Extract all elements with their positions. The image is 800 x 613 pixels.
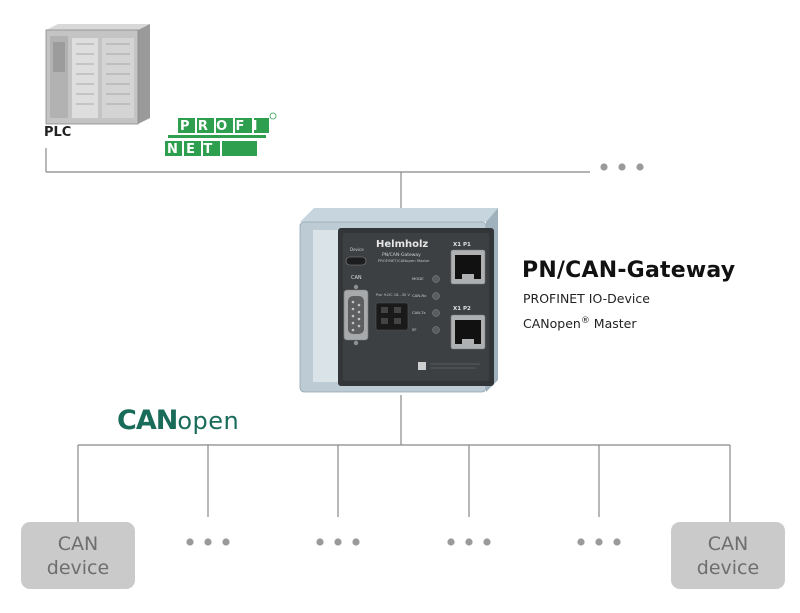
master-word: Master	[589, 316, 637, 332]
can-device-line2: device	[696, 556, 760, 579]
can-ellipsis-group	[186, 538, 230, 546]
led-label-text: SF	[412, 327, 417, 332]
profinet-logo: PROFI NET	[165, 112, 277, 157]
canopen-logo: CANopen	[117, 405, 239, 436]
can-ellipsis-group	[316, 538, 360, 546]
canopen-logo-thin: open	[177, 407, 240, 435]
profinet-logo-bottom-text: NET	[167, 142, 221, 157]
can-ellipsis-group	[447, 538, 491, 546]
gateway-subtitle-canopen: CANopen® Master	[523, 316, 637, 331]
can-ellipsis-group	[577, 538, 621, 546]
gateway-title: PN/CAN-Gateway	[522, 258, 736, 283]
canopen-word: CANopen	[523, 316, 581, 332]
registered-mark: ®	[580, 316, 590, 326]
canopen-logo-bold: CAN	[117, 405, 178, 436]
profinet-bus-ellipsis-dot	[636, 163, 644, 171]
profinet-bus-ellipsis-dot	[600, 163, 608, 171]
port1-label-text: X1 P1	[453, 242, 471, 248]
profinet-logo-top-text: PROFI	[180, 119, 266, 134]
can-device-line1: CAN	[707, 532, 749, 555]
led-label-text: CAN-Rx	[412, 293, 427, 298]
device-label-text: Device	[350, 247, 364, 252]
plc-device-illustration	[45, 24, 150, 125]
can-device-line2: device	[46, 556, 110, 579]
profinet-bus-ellipsis-dot	[618, 163, 626, 171]
can-device-line1: CAN	[57, 532, 99, 555]
plc-label: PLC	[44, 125, 72, 140]
can-port-label-text: CAN	[351, 275, 362, 281]
led-label-text: MODE	[412, 276, 424, 281]
gateway-device-illustration: Helmholz PN/CAN-Gateway PROFINET/CANopen…	[299, 208, 498, 393]
power-label-text: Pwr 9-DC 18...30 V	[376, 293, 410, 297]
device-brand-text: Helmholz	[376, 239, 428, 250]
port2-label-text: X1 P2	[453, 306, 471, 312]
can-device-box-right: CAN device	[671, 522, 785, 589]
device-sub-text: PROFINET/CANopen Master	[378, 258, 430, 263]
device-model-text: PN/CAN-Gateway	[382, 252, 421, 258]
gateway-subtitle-profinet: PROFINET IO-Device	[523, 291, 650, 306]
led-label-text: CAN-Tx	[412, 310, 426, 315]
can-device-box-left: CAN device	[21, 522, 135, 589]
